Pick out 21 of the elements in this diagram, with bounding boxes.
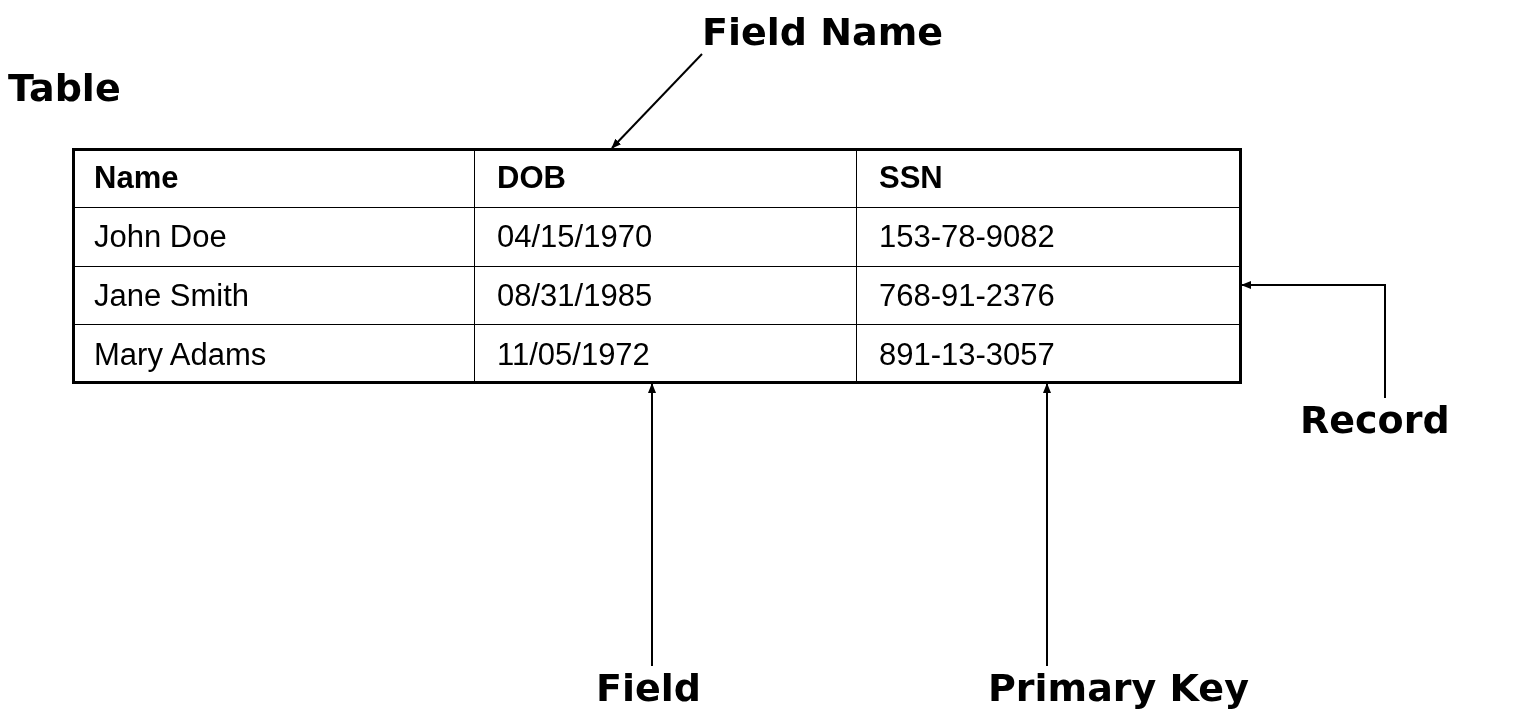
table-cell-text: 891-13-3057 (878, 335, 1056, 374)
table-cell: Jane Smith (72, 267, 475, 325)
callout-label: Field Name (702, 10, 944, 54)
header-cell: DOB (475, 148, 857, 208)
table-heading: Table (8, 66, 121, 110)
header-cell: Name (72, 148, 475, 208)
leader-arrow (611, 53, 703, 149)
callout-label: Record (1300, 398, 1450, 442)
table-cell: 08/31/1985 (475, 267, 857, 325)
table-cell: 11/05/1972 (475, 325, 857, 384)
leader-arrow (648, 383, 656, 667)
table-cell: John Doe (72, 208, 475, 267)
leader-arrow (1043, 383, 1051, 667)
table-cell: 153-78-9082 (857, 208, 1242, 267)
callout-label: Field (596, 666, 701, 710)
leader-arrow (1241, 281, 1386, 399)
header-cell: SSN (857, 148, 1242, 208)
table-cell: 768-91-2376 (857, 267, 1242, 325)
callout-label: Primary Key (988, 666, 1249, 710)
table-cell: 04/15/1970 (475, 208, 857, 267)
table-cell: Mary Adams (72, 325, 475, 384)
